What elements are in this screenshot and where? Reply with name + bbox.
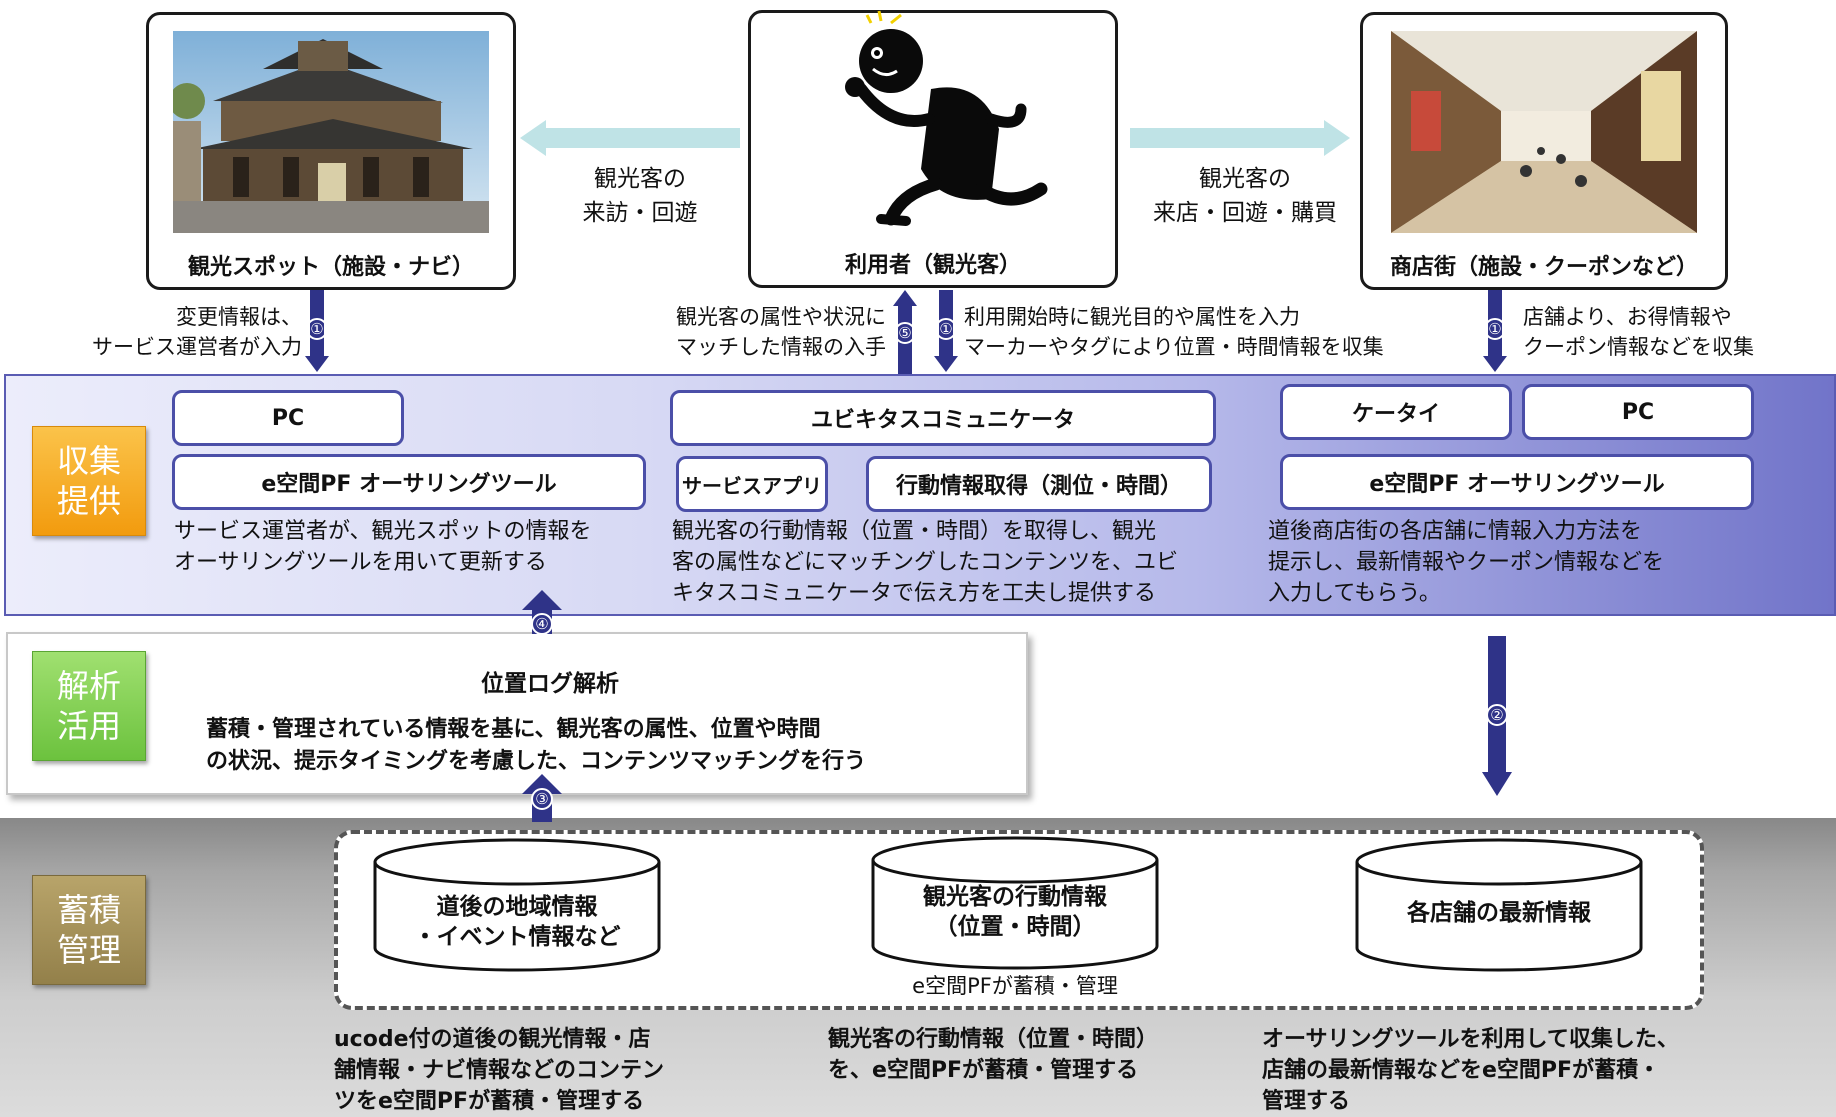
step-2-badge: ② — [1486, 704, 1508, 726]
shopping-street-caption: 商店街（施設・クーポンなど） — [1389, 255, 1698, 280]
user-card: 利用者（観光客） — [748, 10, 1118, 288]
keitai-box: ケータイ — [1280, 384, 1512, 440]
db-cylinder-2 — [871, 836, 1159, 970]
analyze-desc: 蓄積・管理されている情報を基に、観光客の属性、位置や時間 の状況、提示タイミング… — [206, 717, 867, 774]
shopping-street-card: 商店街（施設・クーポンなど） — [1360, 12, 1728, 290]
arcade-photo — [1391, 31, 1697, 233]
left-flow-text: 観光客の 来訪・回遊 — [582, 166, 698, 226]
db-2-label: 観光客の行動情報 （位置・時間） — [923, 884, 1107, 940]
right-authoring-tool-box: e空間PF オーサリングツール — [1280, 454, 1754, 510]
step-3-badge: ③ — [531, 788, 553, 810]
service-app-box: サービスアプリ — [676, 456, 828, 512]
left-pc-box: PC — [172, 390, 404, 446]
right-pc-box: PC — [1522, 384, 1754, 440]
store-desc-3: オーサリングツールを利用して収集した、 店舗の最新情報などをe空間PFが蓄積・ … — [1262, 1027, 1679, 1114]
right-collect-desc: 道後商店街の各店舗に情報入力方法を 提示し、最新情報やクーポン情報などを 入力し… — [1268, 519, 1665, 606]
step-1-badge-center: ① — [935, 318, 957, 340]
center-collect-desc: 観光客の行動情報（位置・時間）を取得し、観光 客の属性などにマッチングしたコンテ… — [672, 519, 1179, 606]
left-collect-desc: サービス運営者が、観光スポットの情報を オーサリングツールを用いて更新する — [174, 519, 592, 575]
tourist-spot-card: 観光スポット（施設・ナビ） — [146, 12, 516, 290]
left-authoring-tool-box: e空間PF オーサリングツール — [172, 454, 646, 510]
center-left-note: 観光客の属性や状況に マッチした情報の入手 — [676, 305, 886, 359]
store-label: 蓄積 管理 — [32, 875, 146, 985]
left-input-note: 変更情報は、 サービス運営者が入力 — [92, 305, 302, 359]
step-1-badge-left: ① — [306, 318, 328, 340]
store-desc-2: 観光客の行動情報（位置・時間） を、e空間PFが蓄積・管理する — [828, 1027, 1159, 1083]
running-person-icon — [821, 9, 1051, 229]
tourist-spot-caption: 観光スポット（施設・ナビ） — [187, 255, 474, 280]
user-caption: 利用者（観光客） — [844, 253, 1021, 278]
store-desc-1: ucode付の道後の観光情報・店 舗情報・ナビ情報などのコンテン ツをe空間PF… — [334, 1027, 665, 1114]
analyze-label: 解析 活用 — [32, 651, 146, 761]
dogo-onsen-photo — [173, 31, 489, 233]
db-3-label: 各店舗の最新情報 — [1407, 900, 1591, 926]
center-right-note: 利用開始時に観光目的や属性を入力 マーカーやタグにより位置・時間情報を収集 — [964, 305, 1384, 359]
behavior-capture-box: 行動情報取得（測位・時間） — [866, 456, 1212, 512]
step-4-badge: ④ — [531, 613, 553, 635]
platform-note: e空間PFが蓄積・管理 — [912, 974, 1118, 998]
step-1-badge-right: ① — [1484, 318, 1506, 340]
ubiquitous-communicator-box: ユビキタスコミュニケータ — [670, 390, 1216, 446]
right-flow-arrow — [1130, 120, 1350, 156]
analyze-title: 位置ログ解析 — [481, 671, 619, 697]
step-5-badge: ⑤ — [894, 322, 916, 344]
analyze-panel — [6, 632, 1028, 795]
right-flow-text: 観光客の 来店・回遊・購買 — [1153, 166, 1337, 226]
db-1-label: 道後の地域情報 ・イベント情報など — [413, 894, 621, 950]
db-cylinder-3 — [1355, 838, 1643, 972]
collect-label: 収集 提供 — [32, 426, 146, 536]
db-cylinder-1 — [373, 838, 661, 972]
left-flow-arrow — [520, 120, 740, 156]
right-input-note: 店舗より、お得情報や クーポン情報などを収集 — [1523, 305, 1754, 359]
